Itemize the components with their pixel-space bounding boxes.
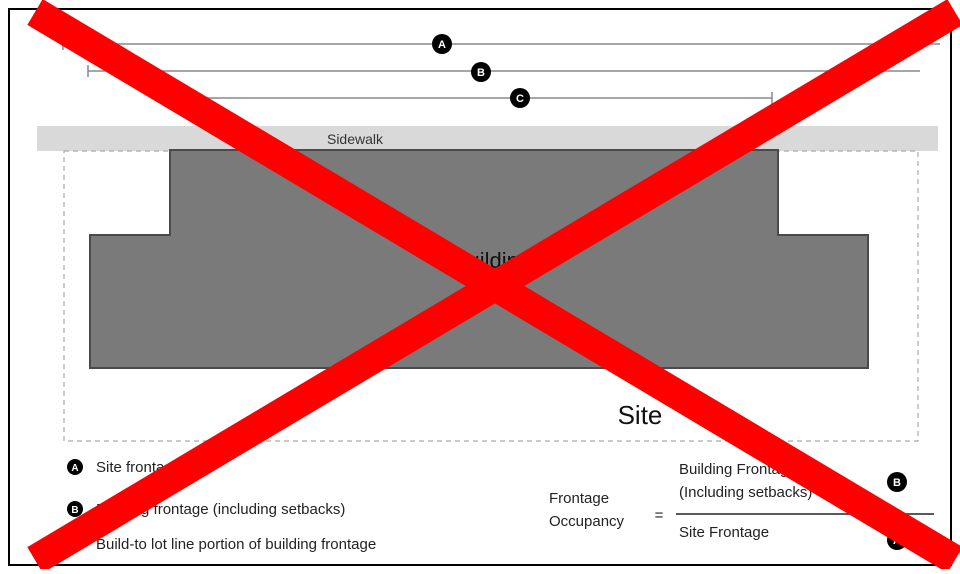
building-footprint xyxy=(89,149,869,369)
marker-b-label: B xyxy=(477,67,485,79)
marker-a-label: A xyxy=(438,39,446,51)
marker-c-label: C xyxy=(516,93,524,105)
cross-stroke-2 xyxy=(27,0,960,573)
sidewalk-label: Sidewalk xyxy=(327,131,384,147)
marker-b: B xyxy=(471,62,491,82)
formula-marker-b xyxy=(887,472,907,492)
legend-text-c: Build-to lot line portion of building fr… xyxy=(96,536,376,553)
red-cross-overlay xyxy=(27,0,960,573)
sidewalk-strip xyxy=(37,126,938,151)
formula-numerator-line2: (Including setbacks) xyxy=(679,484,812,501)
site-label: Site xyxy=(618,400,663,430)
formula-marker-b-label: B xyxy=(893,477,901,489)
dimension-line-c xyxy=(172,92,773,104)
marker-a: A xyxy=(432,34,452,54)
legend-text-b: Building frontage (including setbacks) xyxy=(96,501,345,518)
marker-c: C xyxy=(510,88,530,108)
formula-lhs-line2: Occupancy xyxy=(549,513,625,530)
legend-marker-b: B xyxy=(71,505,78,516)
legend-item-c: C Build-to lot line portion of building … xyxy=(67,536,376,553)
formula-denominator: Site Frontage xyxy=(679,524,769,541)
legend-marker-a: A xyxy=(71,463,78,474)
formula-equals: = xyxy=(655,507,664,524)
dimension-line-b xyxy=(87,65,920,77)
legend-item-b: B Building frontage (including setbacks) xyxy=(67,501,345,518)
formula-lhs-line1: Frontage xyxy=(549,490,609,507)
